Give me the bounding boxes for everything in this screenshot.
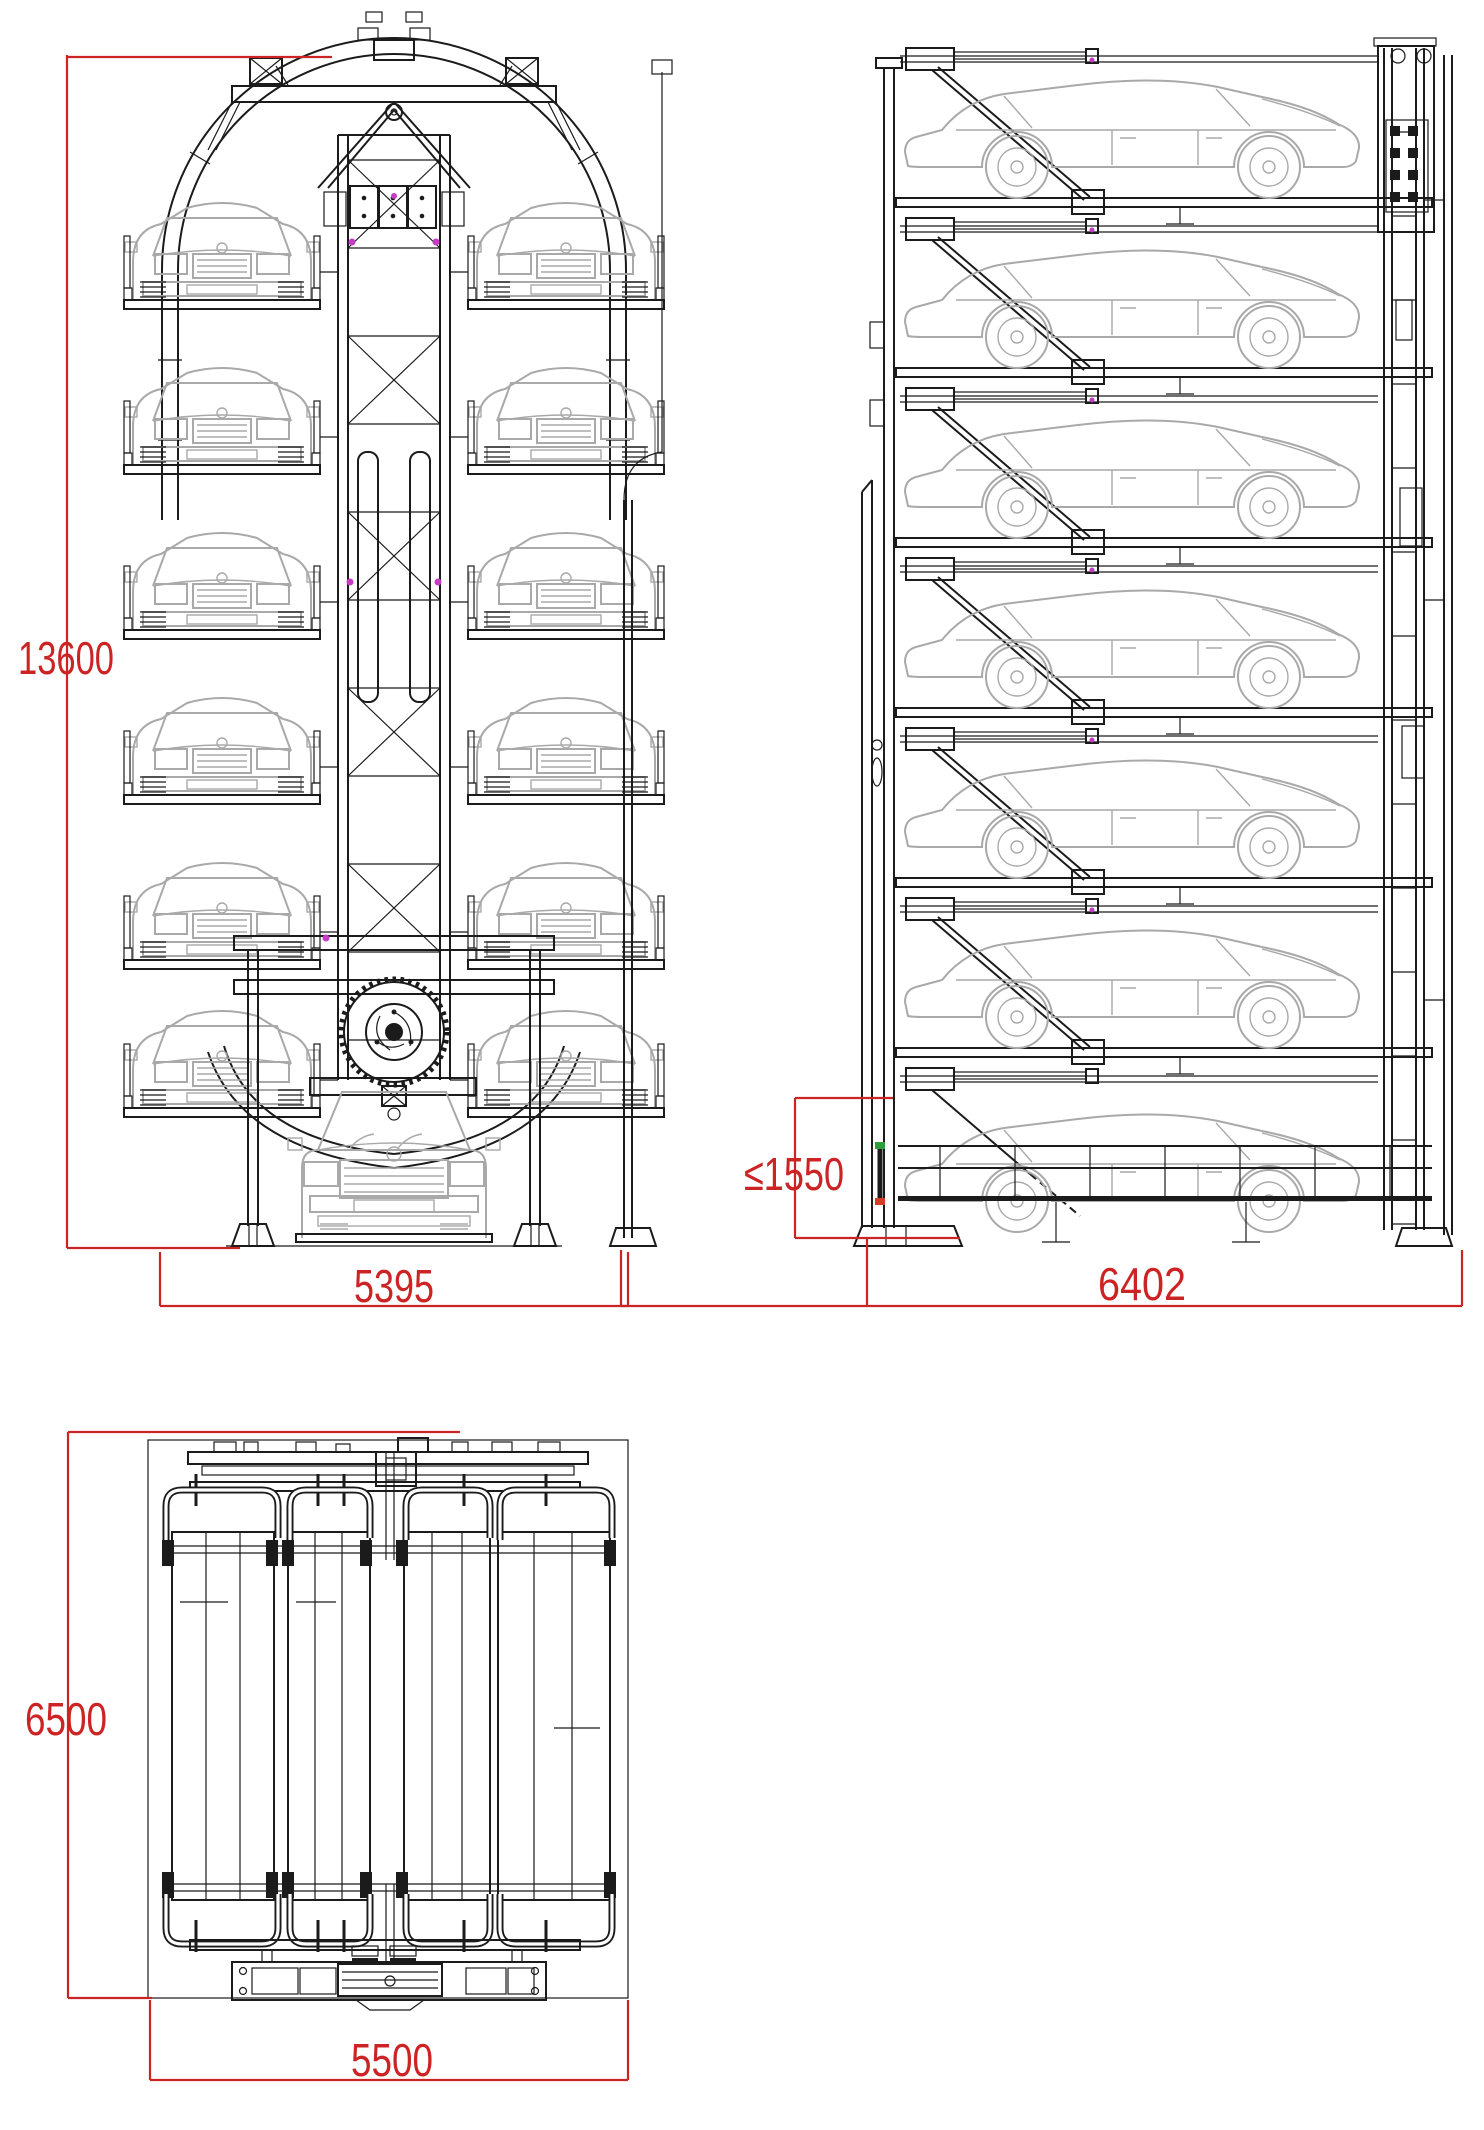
plan-pallets xyxy=(171,1531,611,1901)
dimension-label-side-width: 6402 xyxy=(1098,1258,1186,1310)
dimension-label-ground-clearance: ≤1550 xyxy=(744,1148,844,1200)
plan-hanger-tubes xyxy=(162,1486,616,1948)
dimension-label-plan-width: 5500 xyxy=(351,2034,433,2086)
dimension-plan-width: 5500 xyxy=(148,2000,630,2086)
plan-base-frame xyxy=(189,1939,581,2011)
dimension-total-height: 13600 xyxy=(18,55,332,1250)
dimension-front-width: 5395 xyxy=(158,1252,630,1312)
front-elevation-view xyxy=(124,11,664,1247)
dimension-label-front-width: 5395 xyxy=(354,1260,434,1312)
plan-view xyxy=(147,1437,629,2011)
dimension-ground-clearance: ≤1550 xyxy=(744,1096,960,1240)
dimension-label-plan-depth: 6500 xyxy=(25,1693,107,1745)
side-elevation-view xyxy=(608,37,1454,1247)
dimension-label-total-height: 13600 xyxy=(18,632,114,684)
dimensions: 13600 5395 ≤1550 6402 6500 5500 xyxy=(18,55,1464,2086)
side-bottom-level xyxy=(898,1067,1432,1243)
dimension-side-width: 6402 xyxy=(619,1238,1464,1310)
dimension-plan-depth: 6500 xyxy=(25,1430,460,2000)
